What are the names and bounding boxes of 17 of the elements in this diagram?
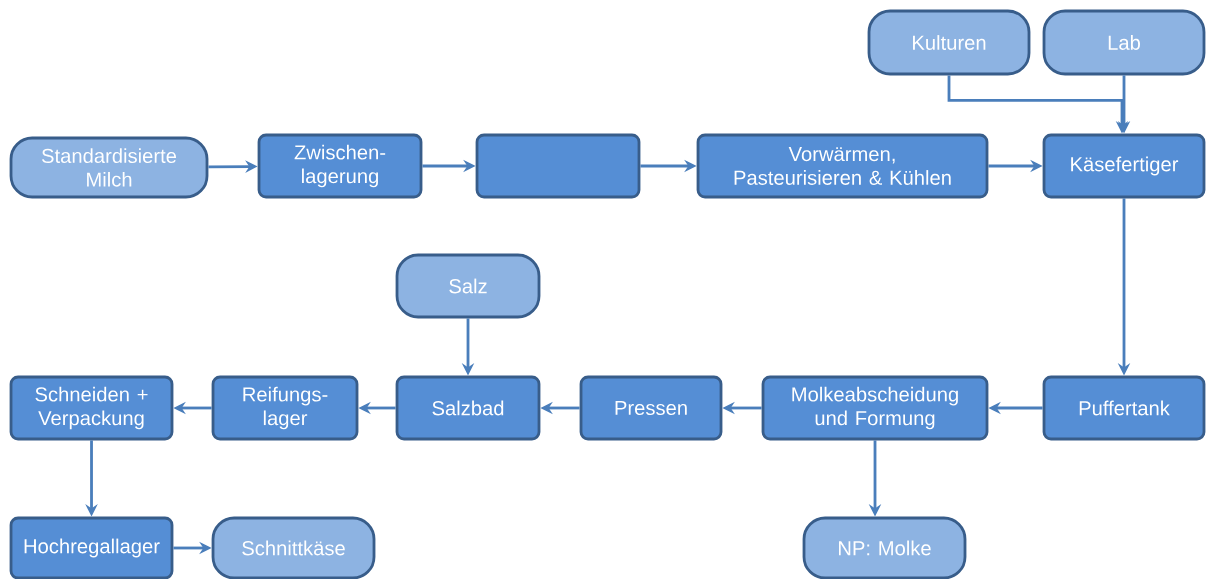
terminal-box: Salz	[395, 253, 541, 319]
process-box: Reifungs- lager	[211, 375, 359, 441]
process-box: Vorwärmen, Pasteurisieren & Kühlen	[696, 133, 989, 199]
process-box: Schneiden + Verpackung	[9, 375, 174, 441]
terminal-box: NP: Molke	[802, 516, 967, 579]
terminal-box: Lab	[1042, 9, 1206, 76]
process-box: Salzbad	[395, 375, 541, 441]
process-box	[475, 133, 641, 199]
terminal-box: Standardisierte Milch	[9, 136, 209, 199]
process-box: Käsefertiger	[1042, 133, 1206, 199]
process-box: Zwischen- lagerung	[257, 133, 423, 199]
process-box: Puffertank	[1042, 375, 1206, 441]
terminal-box: Schnittkäse	[211, 516, 376, 579]
process-box: Molkeabscheidung und Formung	[761, 375, 989, 441]
process-box: Hochregallager	[9, 516, 174, 579]
process-box: Pressen	[579, 375, 723, 441]
terminal-box: Kulturen	[867, 9, 1031, 76]
